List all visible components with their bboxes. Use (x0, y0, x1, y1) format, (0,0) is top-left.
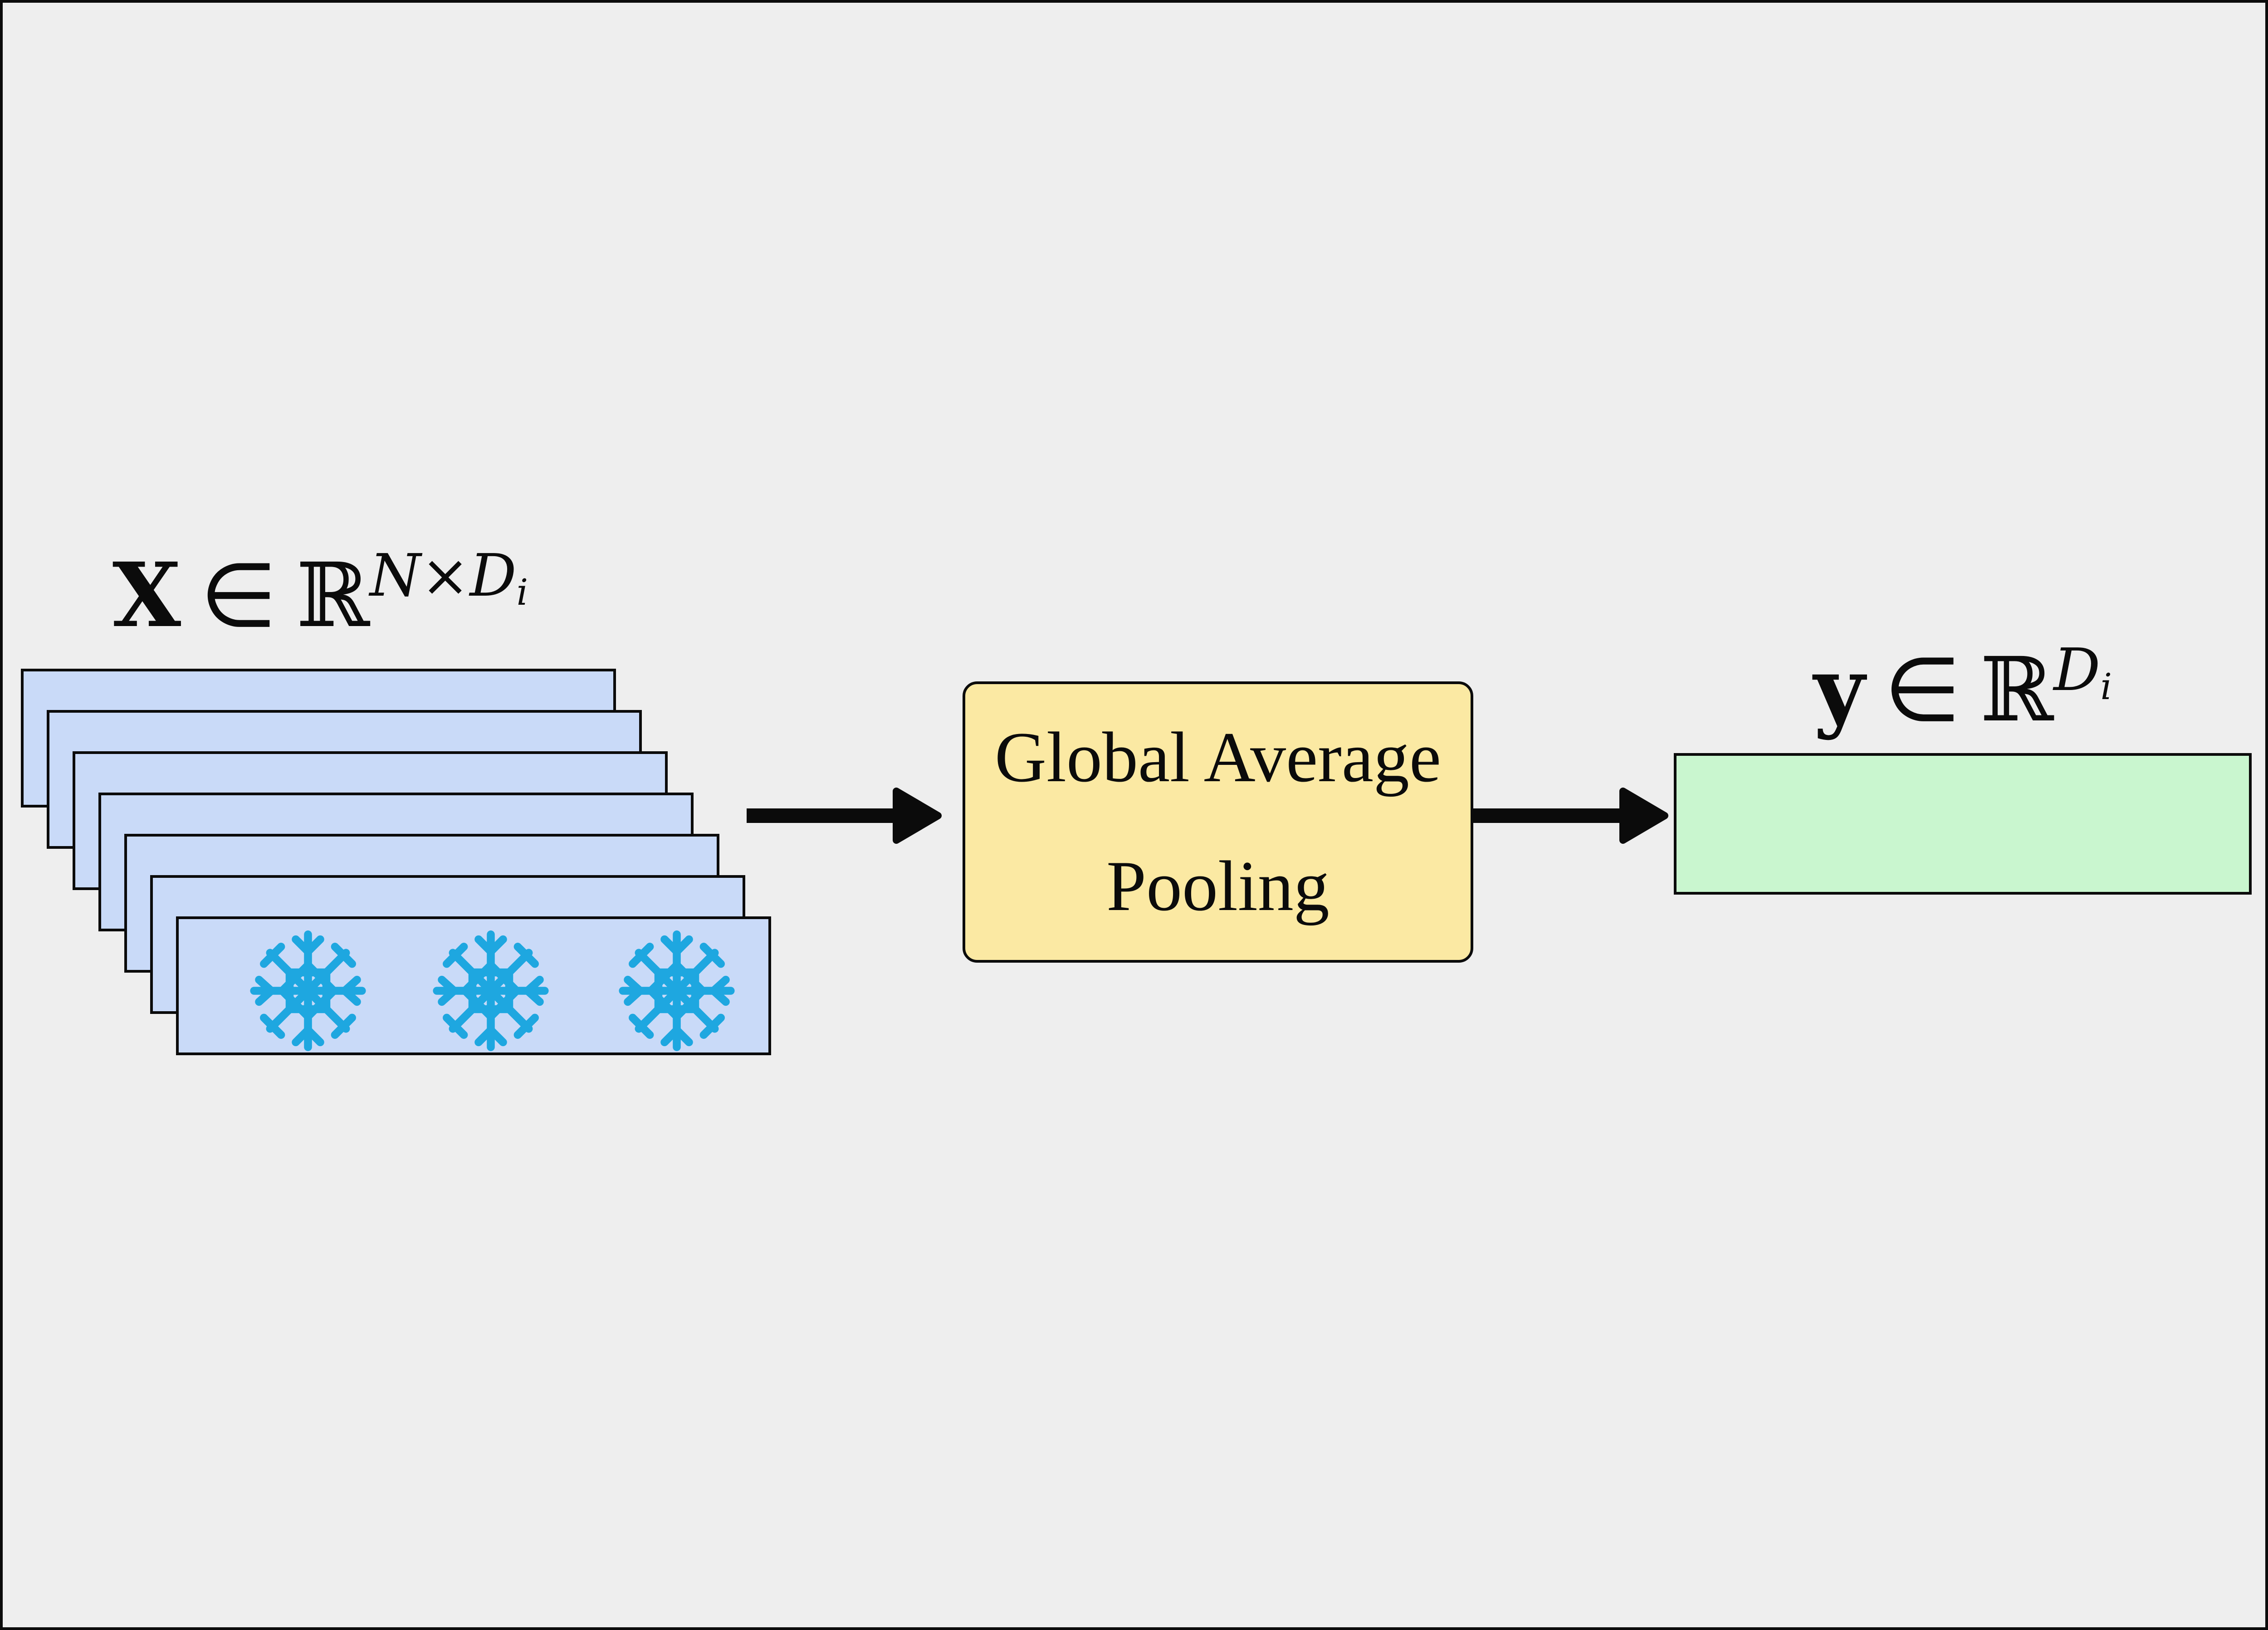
dim-n: N (370, 542, 421, 610)
input-math-label: X∈ℝN×Di (16, 547, 624, 640)
output-variable: y (1813, 637, 1865, 741)
times-symbol: × (420, 542, 470, 610)
element-of-symbol: ∈ (1884, 638, 1961, 741)
global-average-pooling-box: Global Average Pooling (963, 681, 1473, 963)
dim-d: D (2053, 636, 2101, 705)
output-math-label: y∈ℝDi (1674, 641, 2252, 734)
real-numbers-symbol: ℝ (1980, 638, 2054, 741)
index-i: i (2100, 666, 2112, 708)
token-layer (176, 916, 771, 1055)
input-variable: X (112, 543, 181, 647)
token-matrix-stack (21, 669, 774, 1059)
index-i: i (516, 571, 528, 614)
element-of-symbol: ∈ (200, 544, 277, 647)
snowflake-icon (619, 930, 735, 1051)
pooling-label-line1: Global Average (994, 718, 1442, 797)
arrow-right-icon (747, 788, 942, 844)
real-numbers-symbol: ℝ (296, 544, 370, 647)
snowflake-icon (433, 930, 549, 1051)
output-vector-box (1674, 753, 2252, 895)
pooling-label-line2: Pooling (1106, 847, 1330, 926)
dim-d: D (469, 542, 517, 610)
snowflake-icon (250, 930, 366, 1051)
arrow-right-icon (1473, 788, 1668, 844)
